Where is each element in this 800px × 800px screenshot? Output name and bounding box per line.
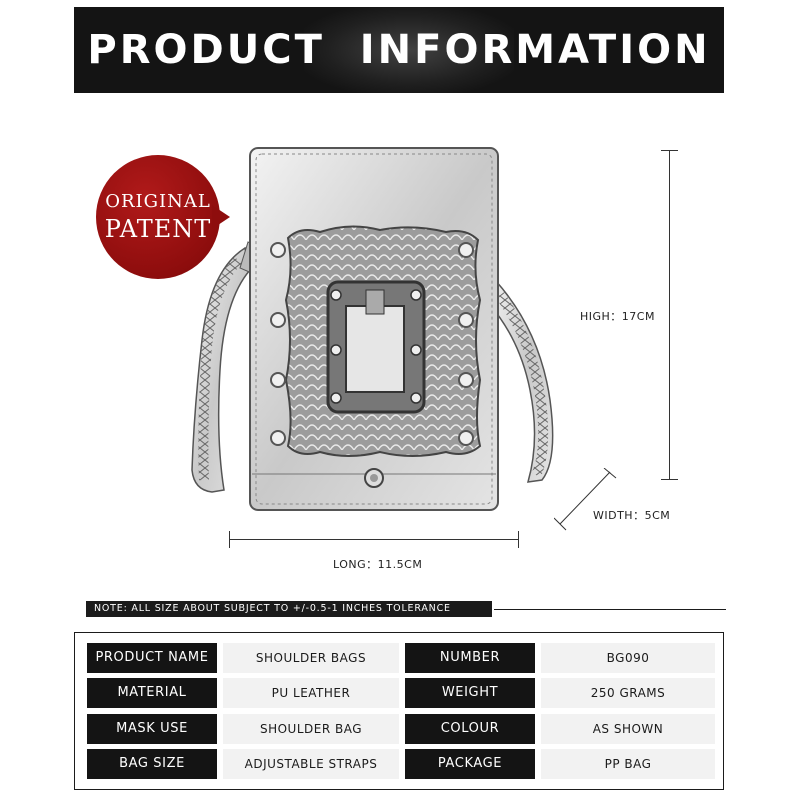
height-label: HIGH：17CM [580, 310, 655, 323]
spec-label: PRODUCT NAME [87, 643, 217, 673]
spec-table: PRODUCT NAME SHOULDER BAGS NUMBER BG090 … [74, 632, 724, 790]
spec-label: MASK USE [87, 714, 217, 744]
spec-value: ADJUSTABLE STRAPS [223, 749, 399, 779]
bag-image [191, 147, 554, 511]
spec-label: WEIGHT [405, 678, 535, 708]
right-strap [489, 278, 554, 483]
length-label: LONG：11.5CM [333, 558, 423, 571]
spec-value: AS SHOWN [541, 714, 715, 744]
spec-value: SHOULDER BAGS [223, 643, 399, 673]
height-line-bottom-cap [661, 479, 678, 480]
length-line [229, 539, 519, 540]
badge-line-1: ORIGINAL [105, 191, 211, 212]
spec-value: 250 GRAMS [541, 678, 715, 708]
buckle [326, 280, 426, 414]
height-line-top-cap [661, 150, 678, 151]
spec-value: PU LEATHER [223, 678, 399, 708]
title-banner: PRODUCT INFORMATION [74, 7, 724, 93]
note-divider [494, 609, 726, 610]
banner-title: PRODUCT INFORMATION [87, 27, 711, 73]
spec-label: BAG SIZE [87, 749, 217, 779]
width-line [554, 468, 617, 531]
spec-label: NUMBER [405, 643, 535, 673]
spec-label: PACKAGE [405, 749, 535, 779]
spec-value: BG090 [541, 643, 715, 673]
spec-value: SHOULDER BAG [223, 714, 399, 744]
length-line-left-cap [229, 531, 230, 548]
badge-line-2: PATENT [104, 215, 212, 243]
spec-label: COLOUR [405, 714, 535, 744]
width-label: WIDTH：5CM [593, 509, 671, 522]
original-patent-badge: ORIGINAL PATENT [96, 155, 230, 279]
rivets [270, 242, 474, 446]
height-line [669, 150, 670, 480]
spec-label: MATERIAL [87, 678, 217, 708]
spec-value: PP BAG [541, 749, 715, 779]
tolerance-note: NOTE: ALL SIZE ABOUT SUBJECT TO +/-0.5-1… [86, 601, 492, 617]
length-line-right-cap [518, 531, 519, 548]
